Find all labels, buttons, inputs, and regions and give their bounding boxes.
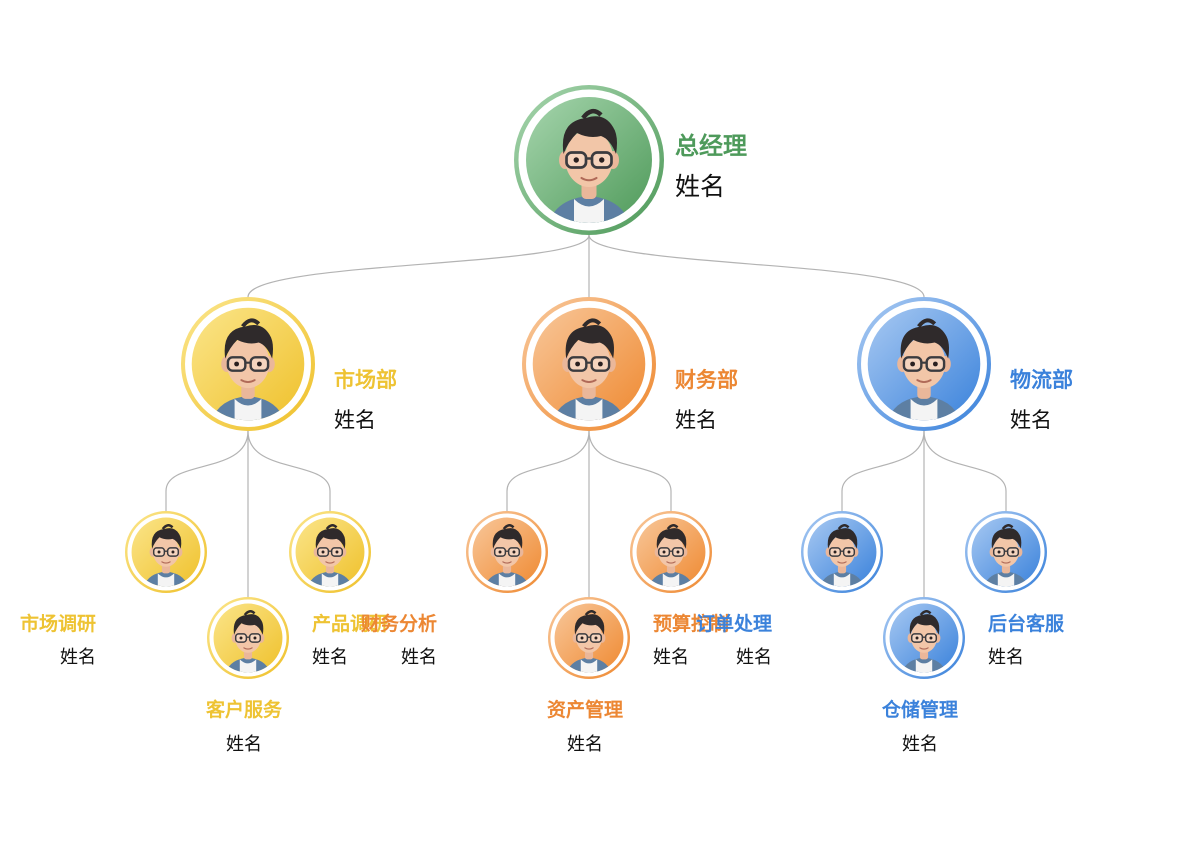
team-name: 姓名 [60,647,96,668]
avatar-icon [548,597,630,679]
avatar-icon [289,511,371,593]
department-name: 姓名 [1010,407,1052,432]
root-title: 总经理 [675,132,747,160]
team-name: 姓名 [736,647,772,668]
department-name: 姓名 [334,407,376,432]
avatar-icon [857,297,991,431]
team-title: 财务分析 [360,612,437,635]
avatar-icon [883,597,965,679]
team-name: 姓名 [226,734,262,755]
team-title: 预算控制 [653,612,730,635]
department-title: 财务部 [675,367,738,392]
team-title: 产品调研 [312,612,389,635]
avatar-icon [965,511,1047,593]
team-name: 姓名 [567,734,603,755]
team-name: 姓名 [902,734,938,755]
connector-dept-team [588,430,672,511]
team-name: 姓名 [312,647,348,668]
connector-dept-team [923,430,1007,511]
avatar-icon [514,85,664,235]
avatar-icon [801,511,883,593]
team-name: 姓名 [988,647,1024,668]
team-title: 仓储管理 [881,698,958,721]
connector-root-dept [247,234,590,298]
department-name: 姓名 [675,407,717,432]
avatar-icon [466,511,548,593]
avatar-icon [125,511,207,593]
connector-dept-team [841,430,925,511]
team-title: 后台客服 [988,612,1065,635]
connector-dept-team [165,430,249,511]
connector-dept-team [506,430,590,511]
root-name: 姓名 [675,171,726,201]
department-title: 市场部 [334,367,397,392]
team-title: 订单处理 [695,612,772,635]
avatar-icon [207,597,289,679]
team-name: 姓名 [653,647,689,668]
team-name: 姓名 [401,647,437,668]
team-title: 客户服务 [205,698,282,721]
department-title: 物流部 [1010,367,1073,392]
connector-dept-team [247,430,331,511]
avatar-icon [181,297,315,431]
team-title: 市场调研 [19,612,96,635]
connector-root-dept [588,234,925,298]
team-title: 资产管理 [546,698,623,721]
avatar-icon [630,511,712,593]
avatar-icon [522,297,656,431]
